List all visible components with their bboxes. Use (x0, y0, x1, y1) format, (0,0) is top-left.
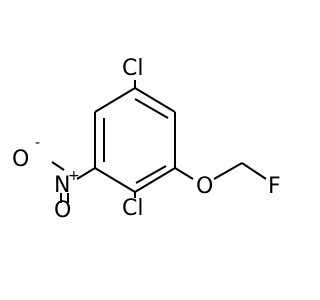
bond-ring-to-ether-oxygen (174, 167, 194, 180)
molecule-drawing: Cl Cl O F N + O - O (12, 56, 281, 223)
ring-bond-top-left (94, 87, 136, 113)
nitro-nitrogen-label: N (54, 173, 70, 198)
ring-bond-bottom-left (94, 167, 136, 193)
structure-canvas: Cl Cl O F N + O - O (12, 56, 281, 223)
nitro-oxygen-bottom-label: O (54, 198, 71, 223)
bond-nitro-to-top-oxygen (51, 161, 65, 171)
bond-ring-to-nitro (76, 167, 96, 180)
ring-inner-bond-bottom-right (135, 165, 167, 184)
bond-methylene-to-fluorine (241, 162, 267, 180)
nitro-oxygen-top-label: O (12, 147, 29, 172)
ring-bond-bottom-right (134, 167, 176, 193)
ring-inner-bond-top-right (134, 98, 169, 119)
chlorine-bottom-label: Cl (122, 196, 143, 221)
ether-oxygen-label: O (196, 174, 213, 199)
oxygen-minus-charge: - (35, 135, 40, 151)
chlorine-top-label: Cl (122, 56, 143, 81)
fluorine-label: F (268, 174, 281, 199)
nitrogen-plus-charge: + (68, 168, 80, 184)
bond-oxygen-to-methylene (213, 162, 243, 180)
ring-bond-top-right (134, 87, 176, 113)
